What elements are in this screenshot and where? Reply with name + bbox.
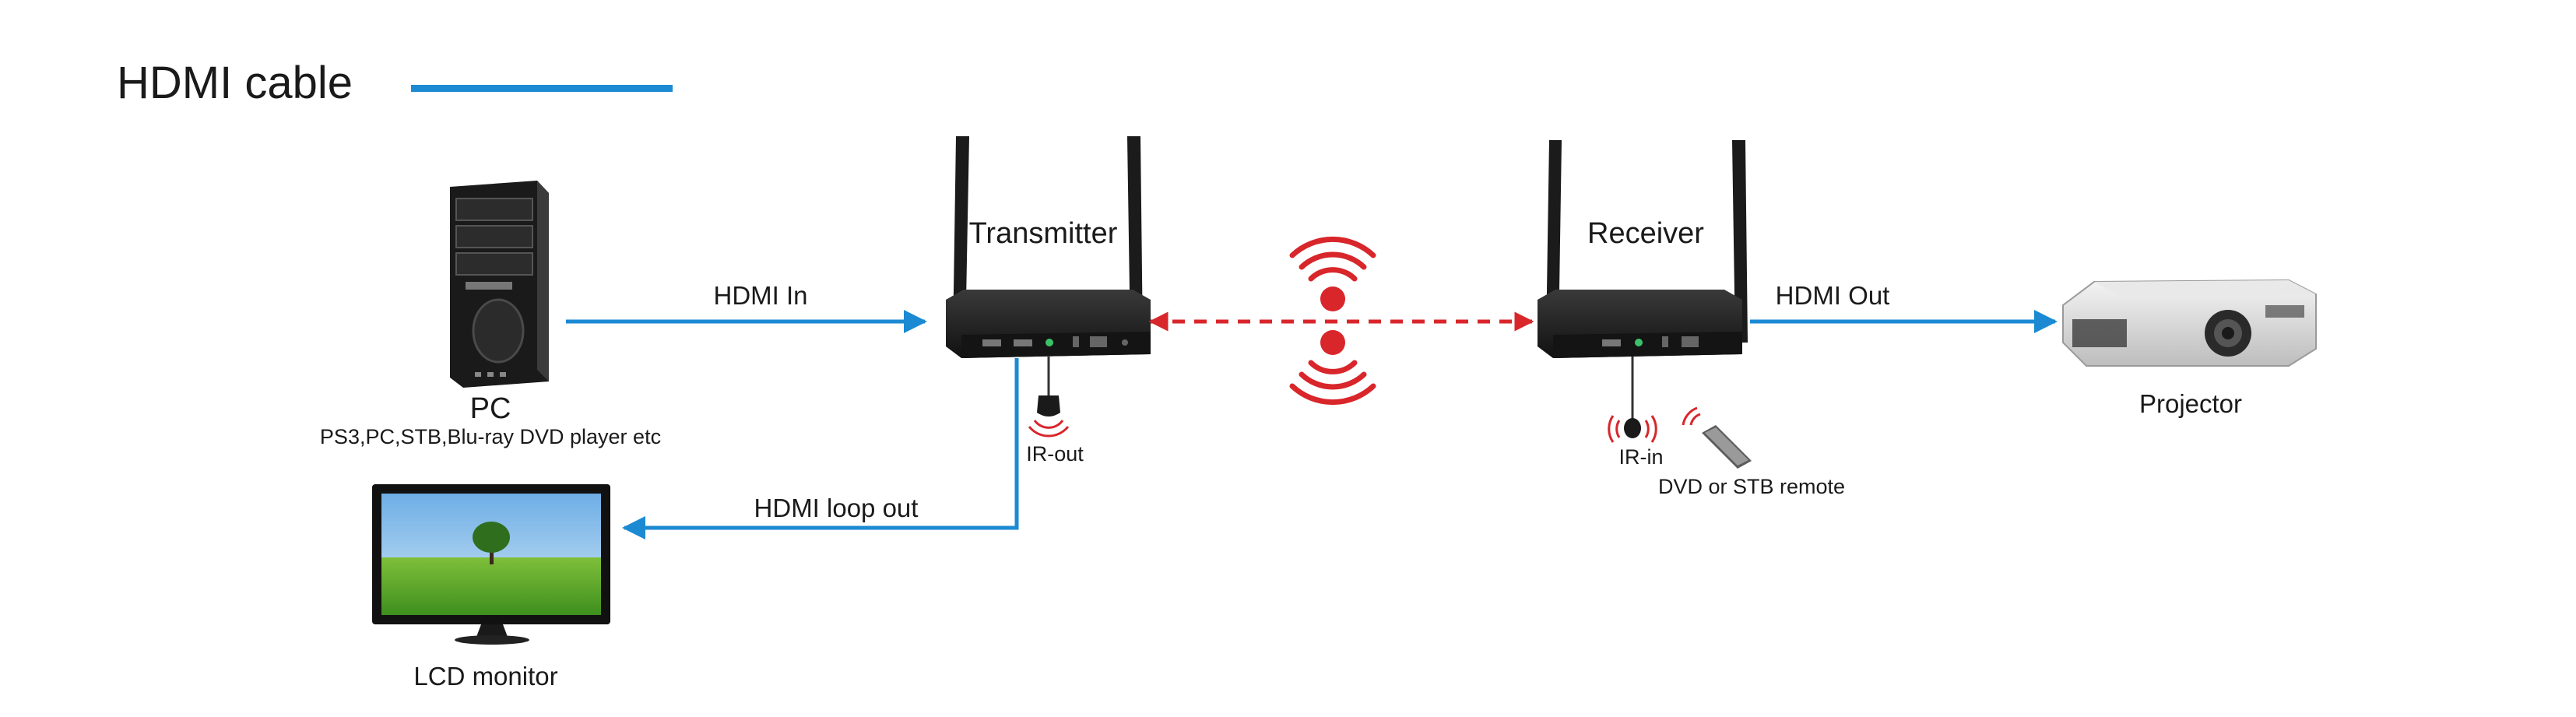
remote-control-icon	[1682, 406, 1752, 469]
hdmi-out-label: HDMI Out	[1775, 281, 1890, 310]
hdmi-in-label: HDMI In	[713, 281, 808, 310]
pc-subtitle: PS3,PC,STB,Blu-ray DVD player etc	[319, 425, 662, 448]
ir-in-label: IR-in	[1618, 445, 1664, 469]
hdmi-loop-out-link	[622, 358, 1019, 540]
wireless-box-icon	[1538, 140, 1748, 358]
wireless-box-icon	[946, 136, 1151, 358]
wireless-signal-icon	[1289, 236, 1376, 406]
hdmi-loop-out-label: HDMI loop out	[754, 494, 919, 522]
lcd-monitor-icon	[372, 484, 610, 645]
legend-title: HDMI cable	[117, 58, 353, 108]
antenna-icon	[1732, 140, 1748, 343]
ir-out-label: IR-out	[1026, 442, 1084, 466]
pc-tower-icon	[450, 181, 549, 388]
pc-label: PC	[469, 392, 511, 425]
remote-label: DVD or STB remote	[1657, 475, 1846, 498]
projector-label: Projector	[2138, 389, 2243, 418]
projector-icon	[2062, 279, 2317, 367]
ir-sensor-icon	[1608, 357, 1657, 443]
transmitter-label: Transmitter	[968, 217, 1118, 250]
lcd-monitor-label: LCD monitor	[413, 662, 558, 691]
ir-sensor-icon	[1028, 357, 1070, 438]
receiver-label: Receiver	[1587, 217, 1704, 250]
legend-line	[411, 85, 673, 92]
